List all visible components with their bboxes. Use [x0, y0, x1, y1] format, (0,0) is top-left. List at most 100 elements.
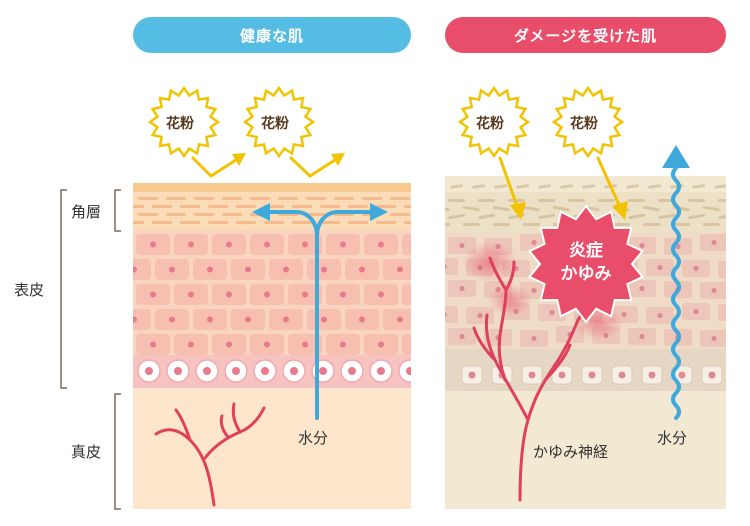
cell-nucleus: [639, 333, 645, 340]
epidermal-cell: [402, 334, 411, 355]
horny-scale: [166, 213, 186, 216]
surface-flake: [516, 184, 530, 189]
cell-nucleus: [359, 316, 365, 323]
cell-nucleus: [711, 287, 717, 294]
cell-nucleus: [226, 241, 232, 248]
stratum-corneum-label: 角層: [71, 203, 101, 221]
horny-scale: [552, 205, 570, 212]
basal-nucleus: [678, 371, 686, 379]
horny-scale: [448, 199, 465, 202]
cell-nucleus: [283, 266, 289, 273]
inflammation-label: 炎症: [569, 240, 603, 261]
cell-nucleus: [302, 241, 308, 248]
basal-nucleus: [618, 371, 626, 379]
basal-nucleus: [232, 367, 240, 375]
cell-nucleus: [169, 316, 175, 323]
healthy-epidermal-cells: [133, 234, 422, 355]
damaged-pollen-2-label: 花粉: [570, 115, 598, 132]
healthy-water-arrowhead-right: [370, 203, 388, 221]
healthy-water-arrow: [266, 210, 374, 420]
basal-nucleus: [145, 367, 153, 375]
cell-nucleus: [150, 291, 156, 298]
horny-scale: [133, 221, 144, 224]
horny-scale: [688, 199, 705, 202]
surface-flake: [626, 184, 640, 189]
cell-nucleus: [531, 239, 537, 246]
inflammation-itch-burst: 炎症 かゆみ: [527, 204, 645, 324]
healthy-arrowhead-2: [331, 153, 345, 166]
cell-nucleus: [621, 311, 627, 318]
horny-scale: [306, 213, 326, 216]
epidermal-cell: [133, 309, 151, 330]
basal-nucleus: [406, 367, 411, 375]
cell-nucleus: [378, 291, 384, 298]
dermis-label: 真皮: [71, 443, 101, 461]
epidermis-label: 表皮: [14, 281, 44, 299]
damaged-basal-cells: [461, 365, 723, 385]
cell-nucleus: [531, 335, 537, 342]
horny-scale: [462, 205, 480, 212]
horny-scale: [194, 213, 214, 216]
horny-scale: [642, 205, 660, 212]
cell-nucleus: [657, 312, 663, 319]
surface-flake: [582, 184, 596, 189]
horny-scale: [390, 213, 410, 216]
cell-nucleus: [459, 285, 465, 292]
cell-nucleus: [150, 341, 156, 348]
pollen-burst-icon: [457, 85, 531, 159]
epidermal-cell: [718, 304, 726, 321]
horny-scale: [718, 213, 726, 220]
healthy-surface-line: [133, 183, 411, 192]
horny-scale: [348, 205, 368, 208]
pollen-burst-icon: [551, 85, 625, 159]
cell-nucleus: [283, 316, 289, 323]
healthy-nerve-fiber: [154, 402, 266, 507]
basal-nucleus: [203, 367, 211, 375]
horny-scale: [703, 223, 720, 226]
horny-scale: [702, 205, 720, 212]
surface-flake: [472, 184, 486, 189]
cell-nucleus: [711, 239, 717, 246]
cell-nucleus: [207, 266, 213, 273]
horny-scale: [658, 199, 675, 202]
horny-scale: [152, 205, 172, 208]
cell-nucleus: [207, 316, 213, 323]
healthy-skin-header: 健康な肌: [133, 17, 411, 53]
damaged-arrowhead-2: [612, 201, 628, 220]
horny-scale: [362, 197, 382, 200]
surface-flake: [648, 184, 662, 189]
horny-scale: [643, 223, 660, 226]
surface-flake: [538, 184, 552, 189]
itch-nerve-label: かゆみ神経: [533, 443, 608, 461]
horny-scale: [348, 221, 368, 224]
horny-scale: [278, 197, 298, 200]
horny-scale: [538, 199, 555, 202]
horny-scale: [628, 199, 645, 202]
basal-nucleus: [174, 367, 182, 375]
horny-scale: [236, 205, 256, 208]
horny-scale: [320, 205, 340, 208]
pollen-burst-icon: [242, 85, 316, 159]
cell-nucleus: [711, 335, 717, 342]
cell-nucleus: [729, 310, 734, 315]
cell-nucleus: [264, 341, 270, 348]
cell-nucleus: [729, 267, 734, 272]
horny-scale: [376, 221, 396, 224]
cell-nucleus: [531, 287, 537, 294]
surface-flake: [450, 184, 464, 189]
epidermal-cell: [445, 306, 458, 323]
cell-nucleus: [226, 291, 232, 298]
cell-nucleus: [302, 291, 308, 298]
cell-nucleus: [245, 266, 251, 273]
cell-nucleus: [321, 266, 327, 273]
horny-scale: [478, 213, 496, 220]
damaged-water-arrowhead: [662, 145, 690, 168]
cell-nucleus: [416, 292, 422, 298]
basal-nucleus: [468, 371, 476, 379]
cell-nucleus: [397, 266, 403, 273]
healthy-water-arrowhead-left: [252, 203, 270, 221]
horny-scale: [493, 223, 510, 226]
horny-scale: [166, 197, 186, 200]
horny-scale: [628, 213, 646, 220]
horny-scale: [208, 221, 228, 224]
